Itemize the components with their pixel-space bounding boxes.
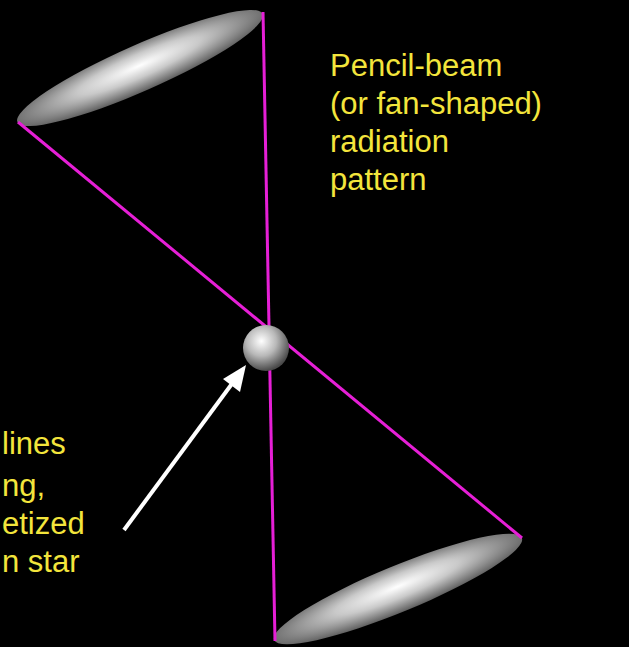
beam-label: Pencil-beam (or fan-shaped) radiation pa… [330, 47, 542, 199]
star-label: ng, etized n star [2, 467, 85, 581]
lower-beam [265, 517, 530, 647]
neutron-star [243, 325, 289, 371]
field-line [18, 122, 522, 538]
pointer-arrowhead [223, 365, 246, 392]
pointer-arrow [124, 381, 234, 530]
upper-beam [8, 0, 272, 143]
field-line-label: lines [2, 425, 66, 463]
